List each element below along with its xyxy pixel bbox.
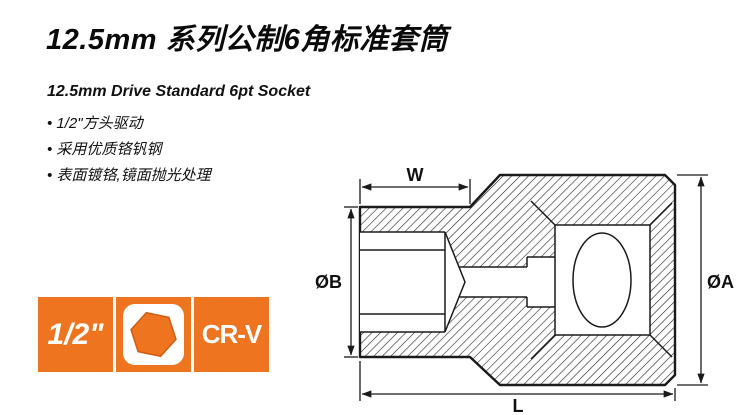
dimension-lines [344, 174, 708, 401]
feature-item: • 采用优质铬钒钢 [47, 141, 162, 158]
socket-drawing: W ØB ØA L [315, 165, 734, 415]
badge-row: 1/2" CR-V [38, 297, 269, 372]
socket-cross-section-diagram: W ØB ØA L [315, 160, 750, 415]
feature-item: • 1/2"方头驱动 [47, 115, 143, 132]
dim-label-bore-diameter: ØB [315, 272, 342, 292]
hex-socket-icon [123, 304, 184, 365]
badge-material-label: CR-V [201, 319, 263, 349]
socket-body [358, 173, 677, 387]
bore-outlines [360, 200, 673, 360]
dim-label-width: W [407, 165, 424, 185]
badge-drive-size-label: 1/2" [47, 317, 104, 351]
badge-material: CR-V [194, 297, 269, 372]
feature-list: • 1/2"方头驱动 • 采用优质铬钒钢 • 表面镀铬,镜面抛光处理 [47, 111, 211, 189]
page-subtitle: 12.5mm Drive Standard 6pt Socket [47, 83, 311, 100]
badge-drive-size: 1/2" [38, 297, 113, 372]
page-title: 12.5mm 系列公制6角标准套筒 [46, 24, 448, 56]
badge-hex-socket [116, 297, 191, 372]
dimension-labels: W ØB ØA L [315, 165, 734, 415]
dim-label-length: L [513, 396, 524, 415]
feature-item: • 表面镀铬,镜面抛光处理 [47, 167, 211, 184]
dim-label-outer-diameter: ØA [707, 272, 734, 292]
